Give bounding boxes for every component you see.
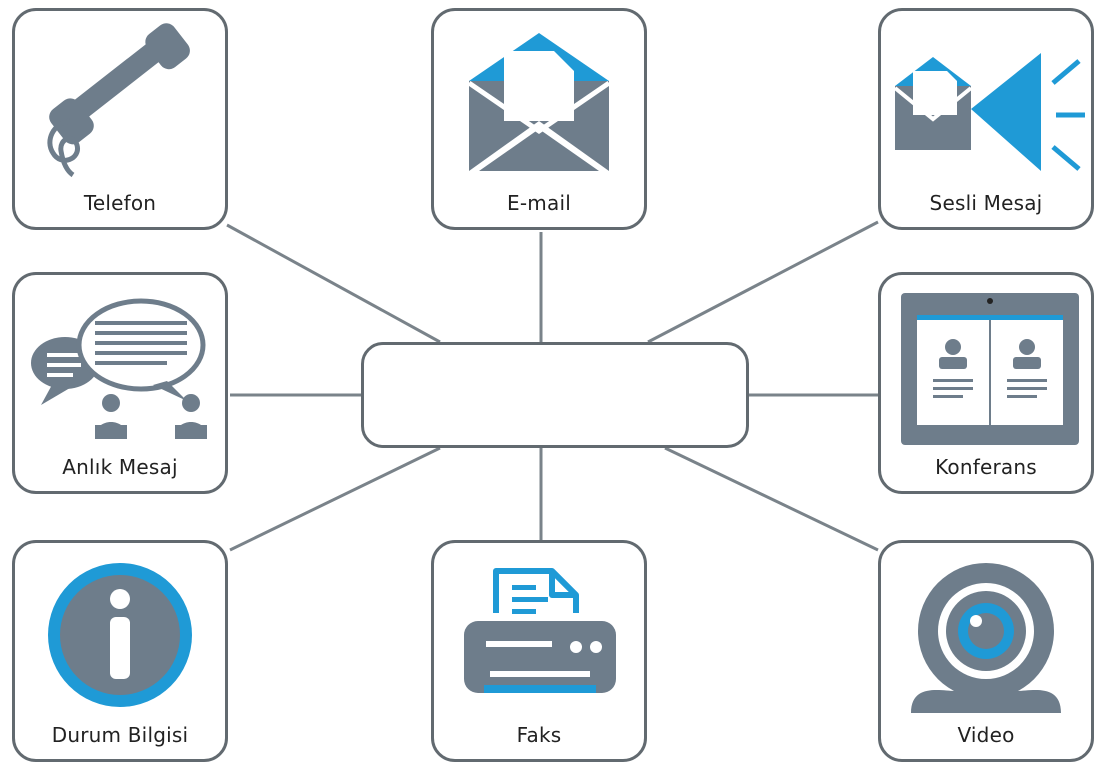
chat-bubbles-icon bbox=[31, 298, 207, 439]
connector-video bbox=[664, 446, 879, 552]
conference-screen-icon bbox=[901, 293, 1079, 445]
voicemail-icon bbox=[893, 53, 1085, 171]
tile-sesli-mesaj: Sesli Mesaj bbox=[878, 8, 1094, 230]
connector-sesli-mesaj bbox=[647, 220, 879, 344]
tile-konferans: Konferans bbox=[878, 272, 1094, 494]
envelope-icon bbox=[467, 33, 611, 171]
info-icon bbox=[48, 563, 192, 707]
fax-icon bbox=[464, 568, 616, 693]
tile-label: Faks bbox=[516, 723, 562, 747]
central-hub bbox=[361, 342, 749, 448]
tile-durum-bilgisi: Durum Bilgisi bbox=[12, 540, 228, 762]
tile-telefon: Telefon bbox=[12, 8, 228, 230]
tile-label: Konferans bbox=[935, 455, 1037, 479]
connector-durum-bilgisi bbox=[229, 446, 441, 552]
tile-anlik-mesaj: Anlık Mesaj bbox=[12, 272, 228, 494]
webcam-icon bbox=[911, 563, 1061, 713]
tile-faks: Faks bbox=[431, 540, 647, 762]
tile-label: Anlık Mesaj bbox=[62, 455, 178, 479]
tile-label: Video bbox=[957, 723, 1015, 747]
tile-label: Telefon bbox=[83, 191, 157, 215]
tile-video: Video bbox=[878, 540, 1094, 762]
tile-email: E-mail bbox=[431, 8, 647, 230]
tile-label: E-mail bbox=[507, 191, 571, 215]
phone-icon bbox=[47, 23, 190, 178]
tile-label: Durum Bilgisi bbox=[51, 723, 189, 747]
connector-telefon bbox=[226, 223, 441, 344]
tile-label: Sesli Mesaj bbox=[929, 191, 1043, 215]
